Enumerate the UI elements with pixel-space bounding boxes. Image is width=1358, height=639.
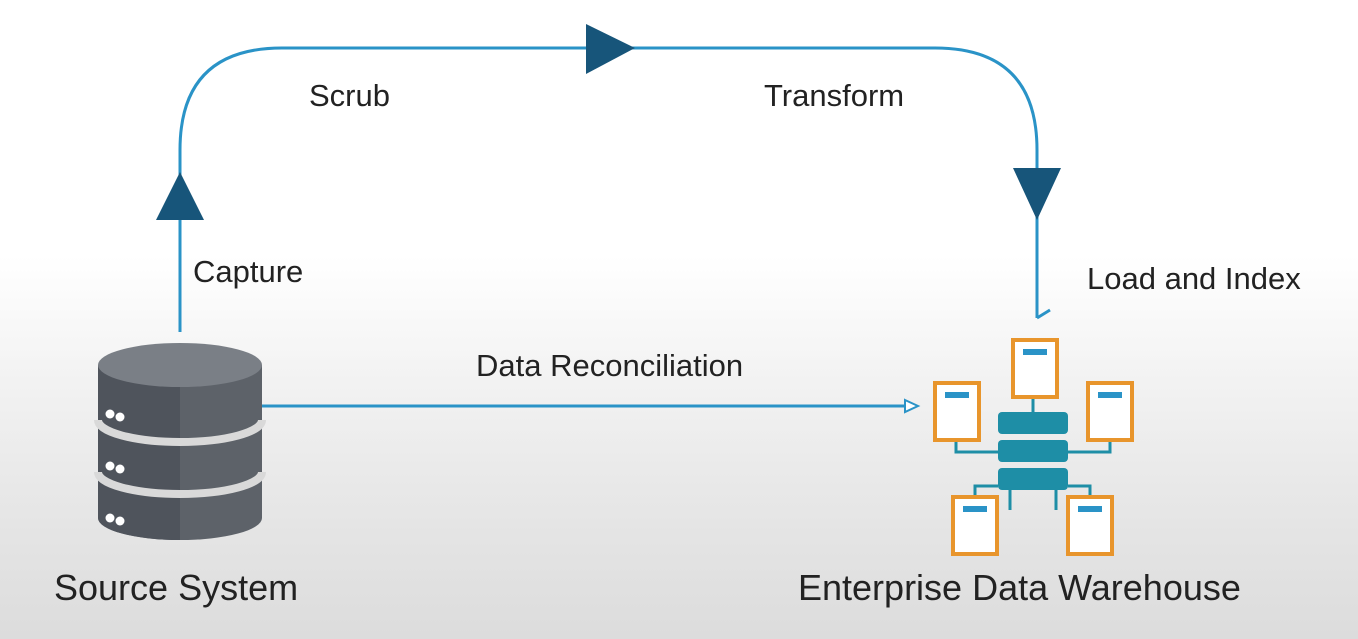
transform-arrowhead-icon (1013, 168, 1061, 220)
load-index-label: Load and Index (1087, 261, 1301, 296)
load-arrow-tip (1036, 308, 1051, 320)
capture-arrowhead-icon (156, 172, 204, 220)
capture-label: Capture (193, 254, 304, 289)
server-network-icon (933, 338, 1134, 556)
scrub-arrowhead-icon (586, 24, 635, 74)
reconciliation-arrowhead-icon (904, 398, 921, 414)
data-reconciliation-label: Data Reconciliation (476, 348, 744, 383)
transform-label: Transform (764, 78, 905, 113)
database-icon (94, 343, 266, 540)
source-system-label: Source System (54, 567, 299, 608)
enterprise-data-warehouse-label: Enterprise Data Warehouse (798, 567, 1241, 608)
scrub-label: Scrub (309, 78, 390, 113)
